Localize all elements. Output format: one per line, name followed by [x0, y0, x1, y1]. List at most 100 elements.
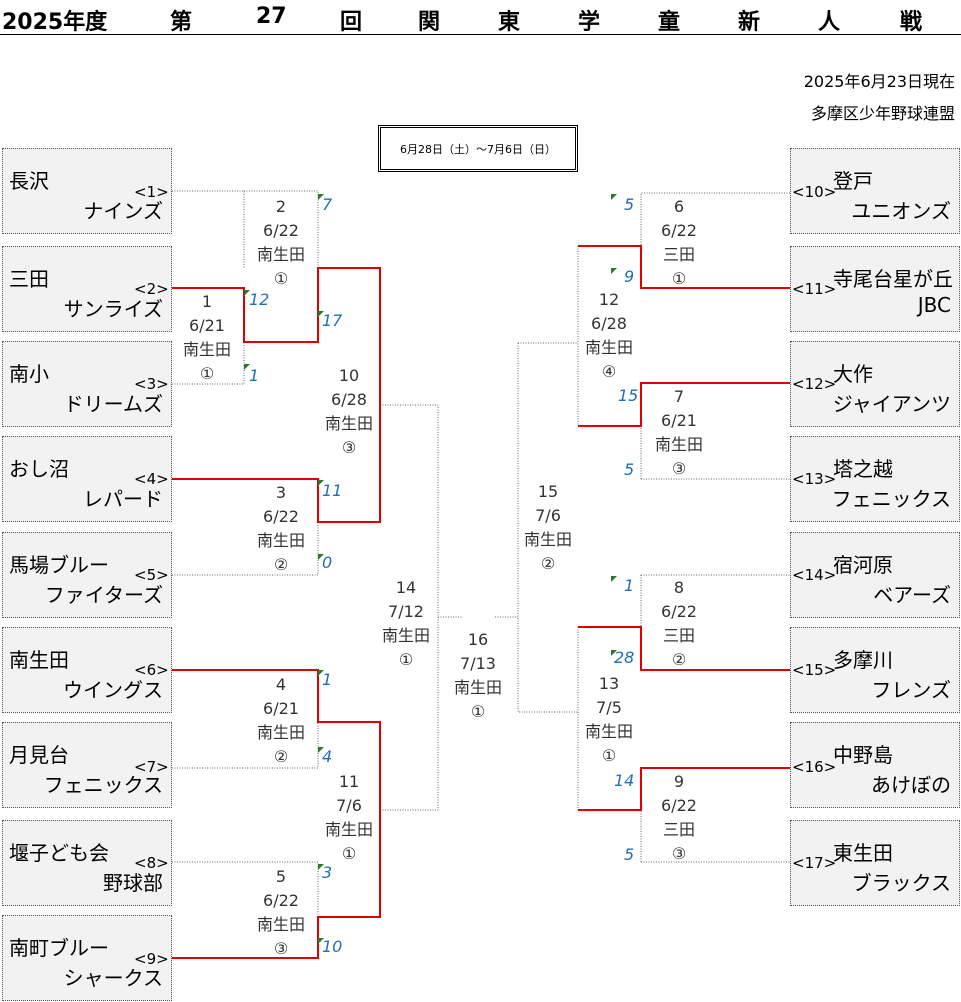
- team-box: 宿河原ベアーズ: [790, 532, 960, 618]
- score: 0: [322, 553, 333, 572]
- team-box: 多摩川フレンズ: [790, 627, 960, 713]
- match-label: 9 6/22 三田 ③: [661, 772, 697, 863]
- team-name-line1: 月見台: [9, 743, 69, 767]
- team-name-line1: 登戸: [833, 169, 873, 193]
- seed-number: <17>: [792, 854, 837, 872]
- match-label: 8 6/22 三田 ②: [661, 578, 697, 669]
- team-name-line2: フェニックス: [831, 487, 951, 511]
- title-char: 関: [418, 10, 441, 35]
- team-name-line2: JBC: [917, 293, 951, 317]
- team-box: 南生田ウイングス: [2, 627, 172, 713]
- seed-number: <9>: [134, 950, 169, 968]
- flag-marker: [318, 480, 324, 486]
- team-name-line2: ベアーズ: [873, 583, 951, 607]
- seed-number: <1>: [134, 183, 169, 201]
- team-box: 塔之越フェニックス: [790, 436, 960, 522]
- as-of-date: 2025年6月23日現在: [803, 72, 955, 91]
- score: 1: [322, 670, 333, 689]
- flag-marker: [318, 194, 324, 200]
- winner-line: [578, 382, 790, 427]
- team-name-line1: 長沢: [9, 169, 49, 193]
- flag-marker: [611, 576, 617, 582]
- title-char: 学: [578, 10, 601, 35]
- score: 3: [322, 863, 333, 882]
- match-label: 15 7/6 南生田 ②: [523, 482, 572, 573]
- score: 17: [322, 311, 343, 330]
- year-label: 2025年度: [2, 10, 108, 35]
- flag-marker: [318, 938, 324, 944]
- flag-marker: [244, 290, 250, 296]
- match-label: 10 6/28 南生田 ③: [324, 366, 373, 457]
- flag-marker: [611, 268, 617, 274]
- team-name-line2: ファイターズ: [44, 583, 163, 607]
- match-label: 14 7/12 南生田 ①: [381, 578, 430, 669]
- flag-marker: [318, 864, 324, 870]
- score: 4: [322, 747, 333, 766]
- team-name-line1: 宿河原: [833, 553, 893, 577]
- team-box: 登戸ユニオンズ: [790, 148, 960, 234]
- winner-line: [578, 626, 790, 671]
- team-name-line1: 南町ブルー: [9, 936, 109, 960]
- score: 1: [624, 576, 635, 595]
- title-char: 27: [256, 4, 287, 29]
- flag-marker: [611, 650, 617, 656]
- bracket-line: [172, 861, 319, 917]
- seed-number: <16>: [792, 758, 837, 776]
- match-label: 12 6/28 南生田 ④: [584, 290, 633, 381]
- team-name-line2: レパード: [83, 487, 163, 511]
- team-name-line1: 中野島: [833, 743, 893, 767]
- seed-number: <6>: [134, 661, 169, 679]
- flag-marker: [244, 364, 250, 370]
- team-name-line1: 多摩川: [833, 648, 893, 672]
- score: 14: [614, 771, 635, 790]
- title-char: 戦: [900, 10, 923, 35]
- flag-marker: [318, 311, 324, 317]
- team-box: 馬場ブルーファイターズ: [2, 532, 172, 618]
- match-label: 1 6/21 南生田 ①: [182, 292, 231, 383]
- match-label: 16 7/13 南生田 ①: [453, 630, 502, 721]
- winner-line: [578, 245, 790, 289]
- seed-number: <3>: [134, 375, 169, 393]
- team-name-line1: 寺尾台星が丘: [833, 267, 953, 291]
- match-label: 11 7/6 南生田 ①: [324, 772, 373, 863]
- flag-marker: [318, 554, 324, 560]
- title-char: 人: [818, 10, 841, 35]
- team-box: 三田サンライズ: [2, 246, 172, 332]
- seed-number: <13>: [792, 470, 837, 488]
- bracket-line: [517, 343, 578, 713]
- bracket-line: [380, 404, 439, 811]
- score: 5: [624, 195, 635, 214]
- score: 9: [624, 267, 635, 286]
- seed-number: <4>: [134, 470, 169, 488]
- page-header: 2025年度 第 27 回 関 東 学 童 新 人 戦: [0, 0, 961, 35]
- bracket-line: [172, 522, 319, 576]
- seed-number: <14>: [792, 566, 837, 584]
- team-name-line2: ジャイアンツ: [832, 392, 951, 416]
- team-box: 東生田ブラックス: [790, 820, 960, 906]
- title-char: 童: [658, 10, 681, 35]
- team-name-line1: 三田: [9, 267, 49, 291]
- team-name-line1: 大作: [833, 362, 873, 386]
- team-name-line1: おし沼: [9, 457, 69, 481]
- team-box: 長沢ナインズ: [2, 148, 172, 234]
- team-name-line2: ブラックス: [851, 871, 951, 895]
- team-box: 堰子ども会野球部: [2, 820, 172, 906]
- seed-number: <7>: [134, 758, 169, 776]
- seed-number: <10>: [792, 183, 837, 201]
- bracket-line: [172, 342, 245, 385]
- match-label: 5 6/22 南生田 ③: [256, 867, 305, 958]
- seed-number: <12>: [792, 375, 837, 393]
- bracket-line: [172, 190, 245, 268]
- team-name-line2: あけぼの: [871, 773, 951, 797]
- winner-line: [172, 267, 381, 523]
- period-text: 6月28日（土）～7月6日（日）: [400, 142, 556, 156]
- score: 5: [624, 845, 635, 864]
- team-name-line2: サンライズ: [63, 297, 163, 321]
- score: 1: [249, 366, 260, 385]
- seed-number: <8>: [134, 854, 169, 872]
- bracket-line: [172, 722, 319, 769]
- team-name-line1: 南小: [9, 362, 49, 386]
- team-name-line1: 堰子ども会: [9, 841, 109, 865]
- seed-number: <5>: [134, 566, 169, 584]
